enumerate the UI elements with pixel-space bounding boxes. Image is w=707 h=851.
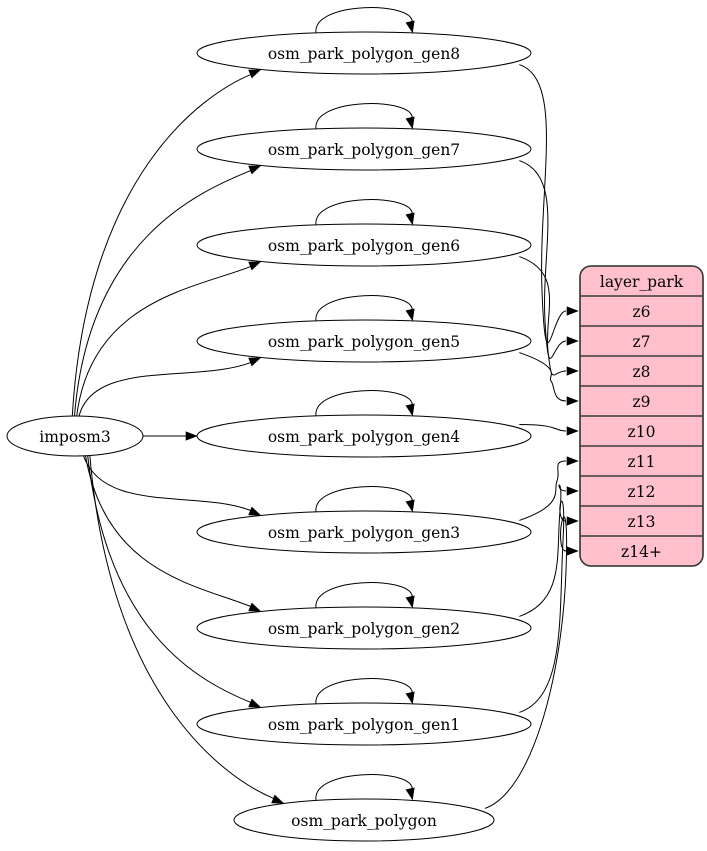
edge-arrowhead	[248, 698, 262, 708]
node-osm-park-polygon-gen4[interactable]: osm_park_polygon_gen4	[196, 414, 532, 458]
layer-table-row-z8[interactable]: z8	[632, 363, 650, 381]
layer-row-arrowhead	[566, 306, 579, 316]
node-osm-park-polygon-gen6-label: osm_park_polygon_gen6	[268, 237, 460, 255]
edge-self-loop	[315, 295, 413, 322]
node-osm-park-polygon-gen7-label: osm_park_polygon_gen7	[268, 141, 460, 159]
edge-arrowhead	[248, 506, 262, 516]
edge-node-to-layer-row	[484, 516, 568, 809]
node-osm-park-polygon-gen7[interactable]: osm_park_polygon_gen7	[196, 127, 532, 171]
edge-node-to-layer-row	[519, 64, 567, 344]
node-osm-park-polygon[interactable]: osm_park_polygon	[233, 798, 495, 842]
node-osm-park-polygon-gen7-shape[interactable]	[196, 127, 532, 171]
edge-imposm3-to-node	[87, 454, 253, 704]
self-loop-arrowhead	[405, 499, 415, 513]
node-osm-park-polygon-gen1[interactable]: osm_park_polygon_gen1	[196, 702, 532, 746]
self-loop-arrowhead	[405, 691, 415, 705]
self-loop-arrowhead	[405, 212, 415, 226]
edge-node-to-layer-row	[519, 256, 567, 376]
edge-imposm3-to-node	[82, 454, 253, 512]
node-osm-park-polygon-gen1-shape[interactable]	[196, 702, 532, 746]
node-osm-park-polygon-gen3[interactable]: osm_park_polygon_gen3	[196, 510, 532, 554]
layer-row-arrowhead	[566, 396, 579, 406]
layer-table-row-z11[interactable]: z11	[628, 453, 656, 471]
node-imposm3-shape[interactable]	[6, 415, 144, 457]
edge-imposm3-to-node	[73, 169, 253, 418]
node-osm-park-polygon-gen3-shape[interactable]	[196, 510, 532, 554]
edge-arrowhead	[185, 431, 198, 441]
node-osm-park-polygon-gen2-label: osm_park_polygon_gen2	[268, 620, 460, 638]
edge-arrowhead	[248, 261, 262, 271]
edge-self-loop	[315, 390, 413, 417]
layer-table-outline	[579, 265, 704, 567]
layer-table-row-z14+[interactable]: z14+	[621, 543, 662, 561]
edge-self-loop	[315, 582, 413, 609]
layer-row-arrowhead	[566, 546, 579, 556]
layer-table-row-z6[interactable]: z6	[632, 303, 650, 321]
self-loop-arrowhead	[405, 20, 415, 34]
self-loop-arrowhead	[405, 308, 415, 322]
edge-arrowhead	[271, 794, 285, 804]
nodes-group: imposm3 osm_park_polygon_gen8 osm_park_pol…	[6, 31, 532, 842]
node-osm-park-polygon-gen4-label: osm_park_polygon_gen4	[268, 428, 460, 446]
layer-table-row-z9[interactable]: z9	[632, 393, 650, 411]
layer-table-row-z7[interactable]: z7	[632, 333, 650, 351]
node-imposm3[interactable]: imposm3	[6, 415, 144, 457]
node-osm-park-polygon-gen2-shape[interactable]	[196, 606, 532, 650]
self-loop-arrowhead	[405, 116, 415, 130]
edges-group	[71, 7, 579, 809]
edge-arrowhead	[248, 69, 262, 79]
node-osm-park-polygon-gen5-label: osm_park_polygon_gen5	[268, 333, 460, 351]
layer-row-arrowhead	[566, 486, 579, 496]
layer-table-row-z10[interactable]: z10	[628, 423, 656, 441]
layer-row-arrowhead	[566, 336, 579, 346]
layer-row-arrowhead	[566, 366, 579, 376]
node-osm-park-polygon-gen8-label: osm_park_polygon_gen8	[268, 45, 460, 63]
node-osm-park-polygon-label: osm_park_polygon	[291, 812, 437, 830]
node-osm-park-polygon-gen5[interactable]: osm_park_polygon_gen5	[196, 319, 532, 363]
layer-row-arrowhead	[566, 516, 579, 526]
edge-node-to-layer-row	[519, 460, 567, 521]
layer-park-table[interactable]: layer_park z6 z7 z8 z9 z10 z11 z12 z13 z14+	[579, 265, 704, 567]
node-osm-park-polygon-gen8-shape[interactable]	[196, 31, 532, 75]
layer-row-arrowhead	[566, 426, 579, 436]
edge-self-loop	[315, 678, 413, 705]
edge-arrowhead	[248, 602, 262, 612]
node-osm-park-polygon-gen3-label: osm_park_polygon_gen3	[268, 524, 460, 542]
layer-table-header: layer_park	[600, 273, 684, 291]
edge-imposm3-to-node	[71, 73, 253, 418]
layer-table-row-z12[interactable]: z12	[628, 483, 656, 501]
edge-imposm3-to-node	[89, 454, 276, 800]
node-osm-park-polygon-gen1-label: osm_park_polygon_gen1	[268, 716, 460, 734]
node-osm-park-polygon-gen4-shape[interactable]	[196, 414, 532, 458]
edge-self-loop	[315, 7, 413, 34]
edge-node-to-layer-row	[519, 500, 567, 713]
edge-self-loop	[315, 774, 413, 801]
edge-self-loop	[315, 103, 413, 130]
edge-node-to-layer-row	[519, 484, 567, 617]
edge-arrowhead	[248, 165, 262, 175]
layer-table-row-z13[interactable]: z13	[628, 513, 656, 531]
node-osm-park-polygon-gen8[interactable]: osm_park_polygon_gen8	[196, 31, 532, 75]
edge-imposm3-to-node	[78, 361, 253, 418]
edge-self-loop	[315, 486, 413, 513]
edge-node-to-layer-row	[519, 423, 567, 432]
self-loop-arrowhead	[405, 403, 415, 417]
edge-node-to-layer-row	[519, 160, 567, 359]
node-osm-park-polygon-gen2[interactable]: osm_park_polygon_gen2	[196, 606, 532, 650]
node-imposm3-label: imposm3	[39, 428, 110, 446]
node-osm-park-polygon-gen6[interactable]: osm_park_polygon_gen6	[196, 223, 532, 267]
edge-self-loop	[315, 199, 413, 226]
node-osm-park-polygon-gen5-shape[interactable]	[196, 319, 532, 363]
edge-arrowhead	[248, 357, 262, 367]
node-osm-park-polygon-shape[interactable]	[233, 798, 495, 842]
layer-row-arrowhead	[566, 456, 579, 466]
self-loop-arrowhead	[405, 595, 415, 609]
edge-node-to-layer-row	[519, 352, 567, 402]
edge-imposm3-to-node	[76, 265, 253, 418]
node-osm-park-polygon-gen6-shape[interactable]	[196, 223, 532, 267]
self-loop-arrowhead	[405, 787, 415, 801]
edge-imposm3-to-node	[84, 454, 253, 608]
